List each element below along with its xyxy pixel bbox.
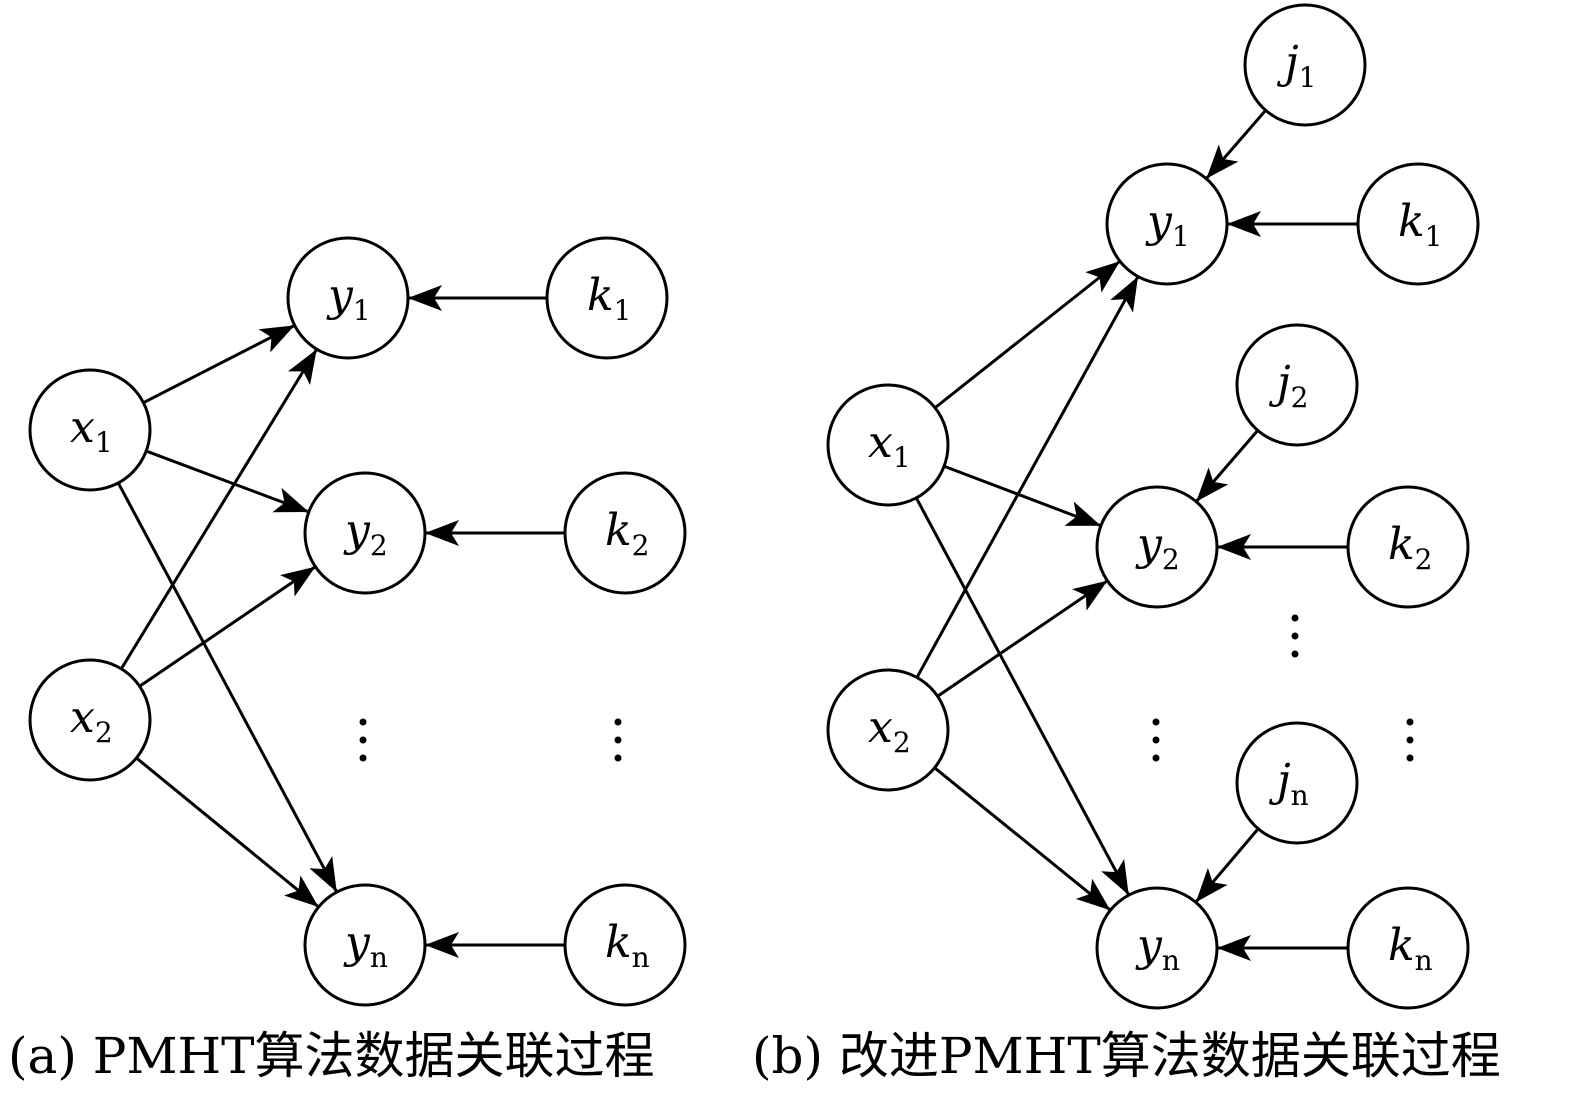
node-j2: j2 (1235, 323, 1359, 447)
edge-j2-y2 (1195, 429, 1259, 502)
node-x2-label: x2 (868, 702, 911, 759)
node-k1: k1 (1356, 162, 1480, 286)
node-x1-circle (28, 368, 152, 492)
node-k2-label: k2 (605, 505, 650, 562)
node-x1: x1 (28, 368, 152, 492)
node-x2: x2 (826, 668, 950, 792)
panel-a: x1 x2 y1 y2 yn k1 k2 kn (a) PMHT算法数据关联过程 (8, 236, 687, 1085)
edge-x2-yn (933, 766, 1111, 911)
edge-j1-y1 (1205, 109, 1267, 179)
node-kn-label: kn (1388, 920, 1433, 977)
caption-a: (a) PMHT算法数据关联过程 (8, 1027, 655, 1085)
node-kn: kn (563, 883, 687, 1007)
node-k1-circle (545, 236, 669, 360)
node-x1-label: x1 (70, 402, 113, 459)
node-kn-circle (563, 883, 687, 1007)
node-jn: jn (1235, 721, 1359, 845)
node-y2-label: y2 (343, 505, 388, 562)
node-kn-circle (1346, 886, 1470, 1010)
node-x1: x1 (826, 383, 950, 507)
edge-x1-y1 (934, 260, 1121, 409)
node-x2-circle (28, 658, 152, 782)
edge-x1-y1 (142, 324, 295, 405)
nodes-a: x1 x2 y1 y2 yn k1 k2 kn (28, 236, 687, 1007)
node-yn: yn (303, 883, 427, 1007)
node-k1: k1 (545, 236, 669, 360)
node-k1-circle (1356, 162, 1480, 286)
node-jn-circle (1235, 721, 1359, 845)
node-k2-label: k2 (1388, 519, 1433, 576)
ellipsis-y-b (1152, 718, 1160, 762)
node-y1: y1 (1105, 162, 1229, 286)
panel-b: x1 x2 y1 y2 yn j1 j2 jn k1 k2 kn (b) 改进PMHT算法数据关联过… (752, 3, 1501, 1085)
node-k2-circle (563, 471, 687, 595)
node-yn: yn (1095, 886, 1219, 1010)
ellipsis-j-b (1291, 614, 1299, 658)
node-y1: y1 (286, 236, 410, 360)
ellipsis-y-a (359, 718, 367, 762)
node-y2: y2 (303, 471, 427, 595)
node-j2-circle (1235, 323, 1359, 447)
nodes-b: x1 x2 y1 y2 yn j1 j2 jn k1 k2 kn (826, 3, 1480, 1010)
node-x2-label: x2 (70, 692, 113, 749)
node-y2-circle (1095, 485, 1219, 609)
edge-x2-y2 (936, 580, 1108, 698)
ellipsis-k-b (1406, 718, 1414, 762)
node-k2-circle (1346, 485, 1470, 609)
caption-b: (b) 改进PMHT算法数据关联过程 (752, 1027, 1501, 1085)
edge-x1-y2 (943, 464, 1101, 527)
node-y1-circle (1105, 162, 1229, 286)
node-k2: k2 (1346, 485, 1470, 609)
node-y1-label: y1 (1145, 196, 1190, 253)
edge-x2-y1 (915, 276, 1139, 679)
node-yn-circle (303, 883, 427, 1007)
node-kn: kn (1346, 886, 1470, 1010)
node-j1: j1 (1243, 3, 1367, 127)
edge-x1-yn (914, 497, 1130, 896)
node-x1-circle (826, 383, 950, 507)
node-yn-circle (1095, 886, 1219, 1010)
node-y2-label: y2 (1135, 519, 1180, 576)
node-x2: x2 (28, 658, 152, 782)
node-x1-label: x1 (868, 417, 911, 474)
edge-x1-yn (116, 482, 338, 893)
node-x2-circle (826, 668, 950, 792)
node-y1-circle (286, 236, 410, 360)
node-j1-circle (1243, 3, 1367, 127)
ellipsis-k-a (614, 718, 622, 762)
node-y1-label: y1 (326, 270, 371, 327)
node-y2: y2 (1095, 485, 1219, 609)
edge-jn-yn (1195, 827, 1260, 903)
edge-x2-yn (135, 756, 319, 908)
edges-a (116, 285, 565, 958)
edge-x2-y1 (120, 349, 318, 670)
node-k1-label: k1 (1398, 196, 1443, 253)
node-yn-label: yn (1135, 920, 1180, 977)
edges-b (914, 109, 1358, 961)
node-kn-label: kn (605, 917, 650, 974)
node-k2: k2 (563, 471, 687, 595)
node-k1-label: k1 (587, 270, 632, 327)
node-y2-circle (303, 471, 427, 595)
edge-x1-y2 (145, 449, 309, 514)
edge-x2-y2 (138, 566, 316, 688)
node-yn-label: yn (343, 917, 388, 974)
